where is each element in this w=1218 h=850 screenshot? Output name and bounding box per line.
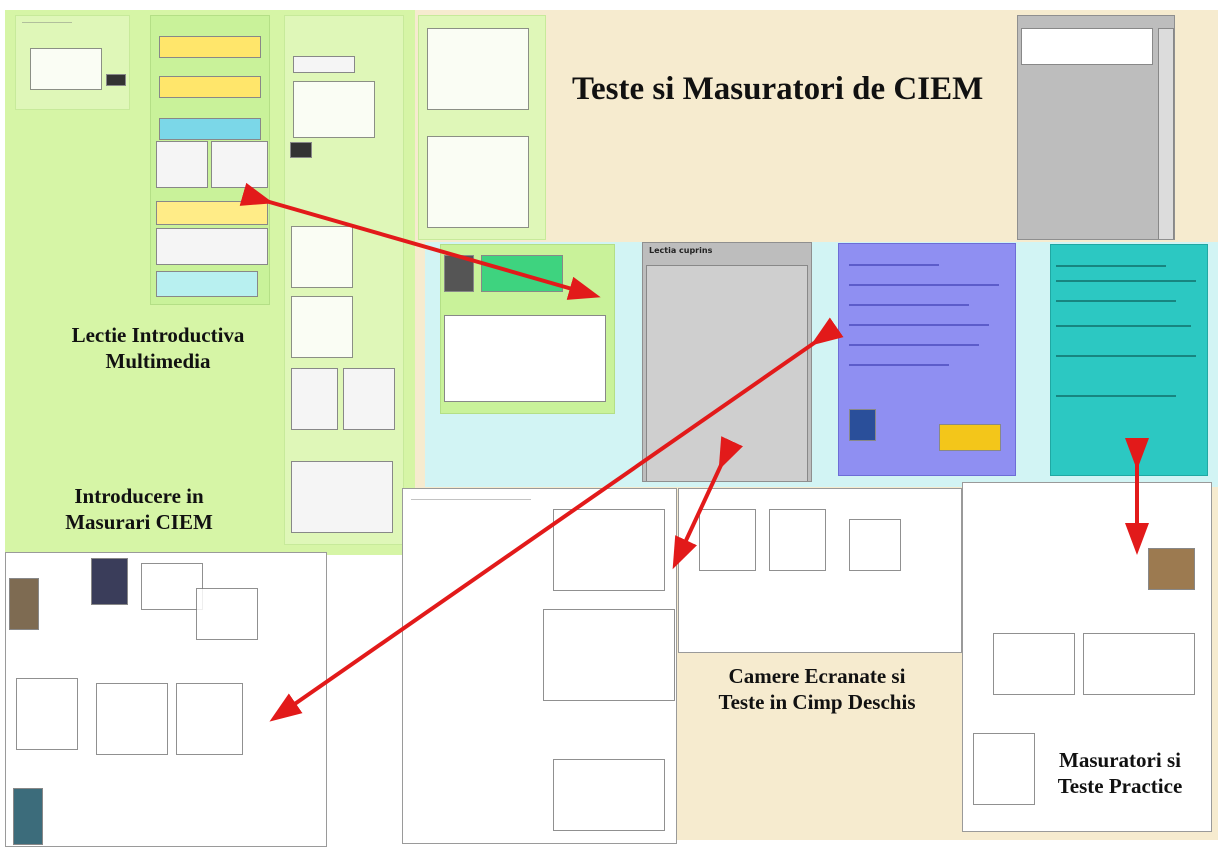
label-masuratori-teste: Masuratori si Teste Practice [1057,748,1183,799]
practical-page-thumbnail [1050,244,1208,476]
diagram-title: Teste si Masuratori de CIEM [572,71,984,107]
label-camere-ecranate: Camere Ecranate si Teste in Cimp Deschis [718,664,916,715]
lesson-page-thumbnail [150,15,270,305]
document-sheet-thumbnail [678,488,962,653]
lesson-page-thumbnail [15,15,130,110]
document-sheet-thumbnail [5,552,327,847]
document-sheet-thumbnail [962,482,1212,832]
label-lectie-introductiva: Lectie Introductiva Multimedia [71,323,245,374]
document-sheet-thumbnail [402,488,677,844]
lesson-page-thumbnail [284,15,404,545]
multimedia-page-thumbnail [440,244,615,414]
web-page-thumbnail [1017,15,1175,240]
contents-page-thumbnail: Lectia cuprins [642,242,812,482]
lesson-page-thumbnail [418,15,546,240]
chapter-page-thumbnail [838,243,1016,476]
label-introducere-masurari: Introducere in Masurari CIEM [65,484,213,535]
